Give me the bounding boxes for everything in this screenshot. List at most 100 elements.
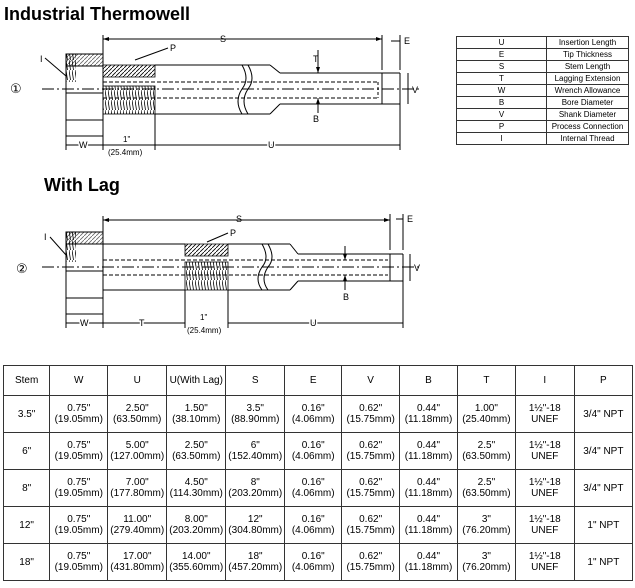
cell-line: (4.06mm): [291, 488, 335, 499]
svg-text:P: P: [170, 43, 176, 53]
table-row: 18"0.75"(19.05mm)17.00"(431.80mm)14.00"(…: [2, 543, 634, 581]
column-header: B: [399, 365, 458, 396]
cell-line: (38.10mm): [172, 414, 221, 425]
svg-text:B: B: [343, 292, 349, 302]
cell-line: (203.20mm): [228, 488, 283, 499]
svg-text:1": 1": [123, 135, 130, 144]
cell-line: (4.06mm): [291, 525, 335, 536]
column-header: U: [107, 365, 168, 396]
cell-line: 0.62": [359, 514, 383, 525]
svg-text:(25.4mm): (25.4mm): [187, 326, 222, 335]
cell-line: (15.75mm): [346, 451, 395, 462]
cell-line: (304.80mm): [228, 525, 283, 536]
cell-line: 0.44": [417, 440, 441, 451]
cell-line: (19.05mm): [54, 414, 103, 425]
table-cell-i: 1½"-18 UNEF: [514, 395, 575, 433]
legend-code: E: [456, 48, 547, 61]
column-header: U(With Lag): [166, 365, 227, 396]
table-cell-t: 3"(76.20mm): [456, 543, 516, 581]
cell-line: 12": [247, 514, 263, 525]
cell-line: (15.75mm): [346, 414, 395, 425]
table-cell-b: 0.44"(11.18mm): [399, 469, 458, 507]
cell-line: 0.16": [301, 440, 325, 451]
table-cell-i: 1½"-18 UNEF: [514, 506, 575, 544]
column-header: Stem: [2, 365, 51, 396]
process-thread: [102, 64, 156, 78]
cell-line: (19.05mm): [54, 488, 103, 499]
cell-line: (457.20mm): [228, 562, 283, 573]
table-cell-p: 3/4" NPT: [573, 395, 634, 433]
cell-line: (25.40mm): [462, 414, 511, 425]
cell-line: (63.50mm): [172, 451, 221, 462]
table-cell-i: 1½"-18 UNEF: [514, 543, 575, 581]
table-cell-ul: 1.50"(38.10mm): [166, 395, 227, 433]
svg-text:T: T: [139, 318, 145, 328]
legend-code: I: [456, 132, 547, 145]
table-cell-b: 0.44"(11.18mm): [399, 432, 458, 470]
cell-line: (11.18mm): [404, 562, 453, 573]
cell-line: 2.5": [477, 440, 496, 451]
cell-line: (63.50mm): [113, 414, 162, 425]
table-cell-e: 0.16"(4.06mm): [284, 506, 343, 544]
cell-line: 3": [481, 551, 491, 562]
svg-text:1": 1": [200, 313, 207, 322]
cell-line: 0.44": [417, 551, 441, 562]
cell-line: 0.75": [67, 440, 91, 451]
cell-line: 0.16": [301, 514, 325, 525]
cell-line: (19.05mm): [54, 562, 103, 573]
legend-code: P: [456, 120, 547, 133]
table-cell-stem: 8": [2, 469, 51, 507]
legend-code: U: [456, 36, 547, 49]
table-cell-v: 0.62"(15.75mm): [341, 543, 401, 581]
table-cell-u: 7.00"(177.80mm): [107, 469, 168, 507]
legend-code: W: [456, 84, 547, 97]
cell-line: 0.75": [67, 403, 91, 414]
cell-line: 17.00": [122, 551, 152, 562]
cell-line: (15.75mm): [346, 525, 395, 536]
table-cell-u: 17.00"(431.80mm): [107, 543, 168, 581]
cell-line: 7.00": [125, 477, 149, 488]
table-cell-e: 0.16"(4.06mm): [284, 543, 343, 581]
svg-text:I: I: [40, 54, 43, 64]
column-header: P: [573, 365, 634, 396]
table-cell-v: 0.62"(15.75mm): [341, 432, 401, 470]
cell-line: 0.75": [67, 551, 91, 562]
cell-line: (63.50mm): [462, 451, 511, 462]
svg-text:(25.4mm): (25.4mm): [108, 148, 143, 157]
table-cell-s: 8"(203.20mm): [225, 469, 286, 507]
svg-text:W: W: [80, 318, 89, 328]
table-cell-stem: 18": [2, 543, 51, 581]
column-header: S: [225, 365, 286, 396]
table-cell-t: 2.5"(63.50mm): [456, 469, 516, 507]
legend-desc: Bore Diameter: [546, 96, 629, 109]
cell-line: 0.44": [417, 403, 441, 414]
table-cell-e: 0.16"(4.06mm): [284, 395, 343, 433]
table-cell-ul: 2.50"(63.50mm): [166, 432, 227, 470]
cell-line: 5.00": [125, 440, 149, 451]
legend-desc: Insertion Length: [546, 36, 629, 49]
cell-line: 3": [481, 514, 491, 525]
cell-line: 6": [250, 440, 260, 451]
cell-line: (114.30mm): [169, 488, 223, 499]
table-cell-s: 12"(304.80mm): [225, 506, 286, 544]
table-cell-w: 0.75"(19.05mm): [49, 543, 109, 581]
legend-desc: Wrench Allowance: [546, 84, 629, 97]
table-cell-v: 0.62"(15.75mm): [341, 395, 401, 433]
cell-line: (19.05mm): [54, 451, 103, 462]
cell-line: 0.44": [417, 514, 441, 525]
svg-text:E: E: [404, 36, 410, 46]
cell-line: (11.18mm): [404, 488, 453, 499]
legend-code: S: [456, 60, 547, 73]
cell-line: 3.5": [246, 403, 264, 414]
cell-line: 0.62": [359, 551, 383, 562]
table-cell-w: 0.75"(19.05mm): [49, 506, 109, 544]
table-cell-w: 0.75"(19.05mm): [49, 469, 109, 507]
table-cell-e: 0.16"(4.06mm): [284, 469, 343, 507]
cell-line: (11.18mm): [404, 451, 453, 462]
cell-line: 2.5": [477, 477, 496, 488]
legend-code: V: [456, 108, 547, 121]
